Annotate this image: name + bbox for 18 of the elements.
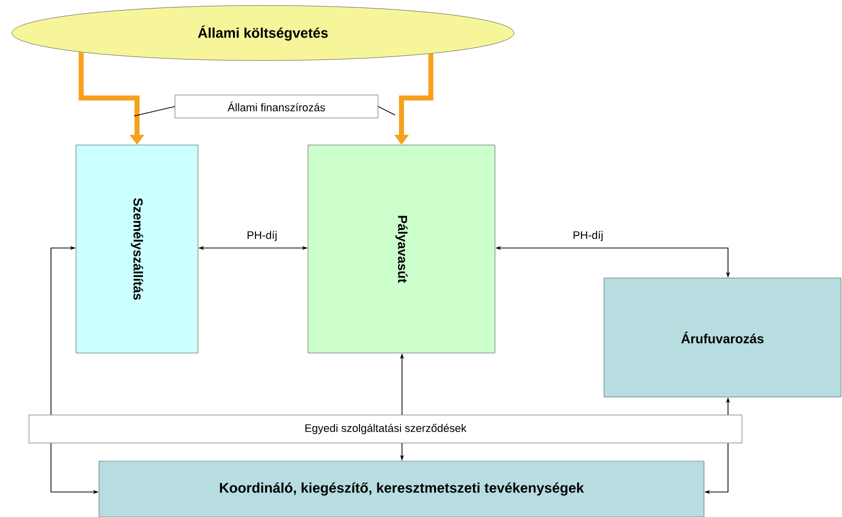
process-box	[76, 144, 198, 354]
budget-ellipse	[12, 5, 514, 61]
contract-bar	[28, 414, 742, 444]
label-box	[174, 94, 378, 118]
edge-label: PH-díj	[574, 230, 603, 242]
node-label: Személyszállítás	[130, 198, 144, 300]
node-label: Állami költségvetés	[198, 25, 328, 41]
node-label: Pályavasút	[395, 216, 408, 283]
process-box	[98, 460, 704, 517]
node-label: Árufuvarozás	[681, 332, 764, 344]
node-label: Egyedi szolgáltatási szerződések	[305, 424, 467, 434]
leader-line	[378, 106, 396, 116]
process-box	[308, 144, 496, 354]
node-label: Koordináló, kiegészítő, keresztmetszeti tevékenységek	[220, 482, 584, 496]
node-label: Állami finanszírozás	[228, 102, 325, 112]
process-box	[604, 278, 842, 398]
leader-line	[134, 106, 176, 116]
edge-label: PH-díj	[248, 230, 277, 242]
